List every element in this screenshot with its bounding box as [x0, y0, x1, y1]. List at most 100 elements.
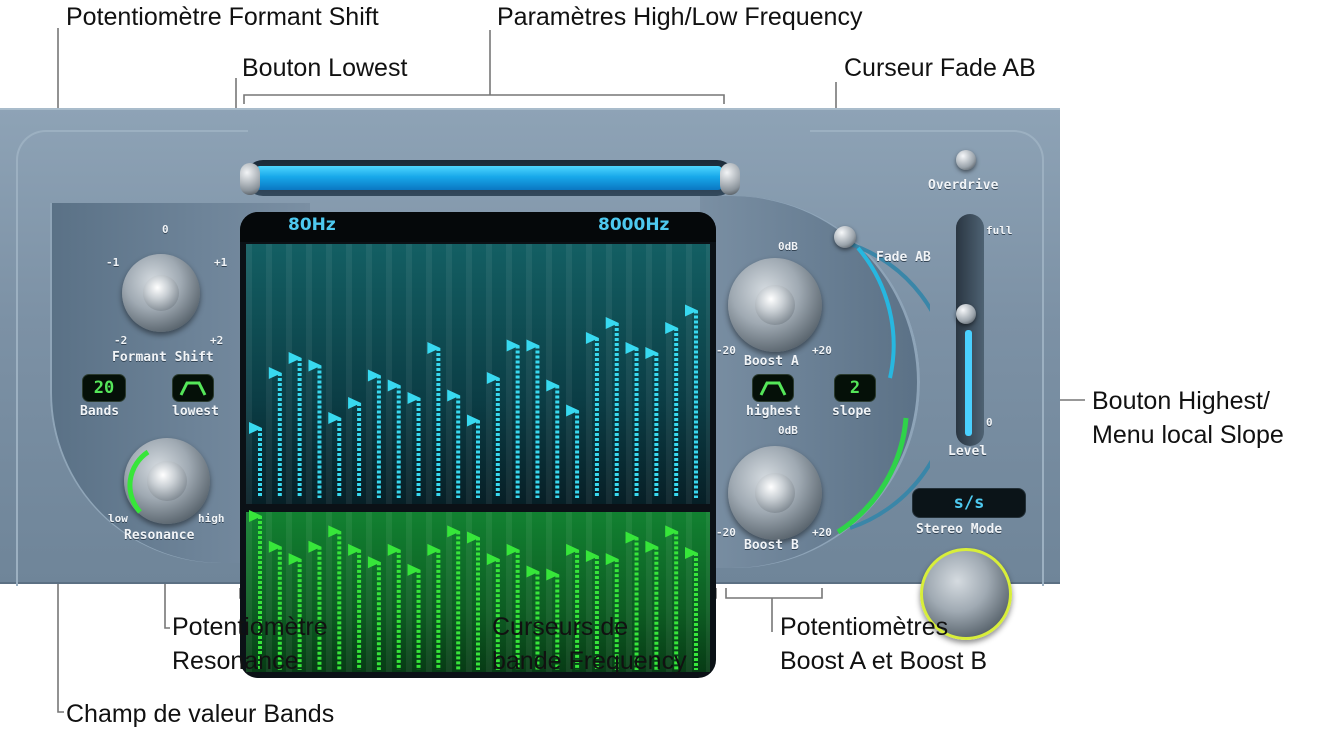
lower-band-marker[interactable] — [605, 553, 619, 566]
upper-band-marker[interactable] — [526, 339, 540, 352]
frequency-range-bar[interactable] — [256, 166, 722, 190]
high-frequency-handle[interactable] — [720, 163, 740, 195]
low-frequency-value[interactable]: 80Hz — [288, 215, 336, 235]
lower-band-marker[interactable] — [308, 540, 322, 553]
lower-band-marker[interactable] — [645, 540, 659, 553]
stereo-mode-label: Stereo Mode — [916, 522, 1003, 537]
lower-band-marker[interactable] — [348, 543, 362, 556]
lower-band-marker[interactable] — [625, 531, 639, 544]
lower-band-marker[interactable] — [506, 543, 520, 556]
low-frequency-handle[interactable] — [240, 163, 260, 195]
upper-band-marker[interactable] — [625, 342, 639, 354]
lower-band-marker[interactable] — [407, 563, 421, 576]
resonance-high-tick: high — [198, 512, 225, 525]
upper-band-marker[interactable] — [605, 317, 619, 329]
resonance-knob[interactable] — [124, 438, 210, 524]
lower-band-marker[interactable] — [585, 550, 599, 563]
upper-band-marker[interactable] — [645, 347, 659, 359]
lower-band-marker[interactable] — [546, 568, 560, 581]
callout-resonance-line2: Resonance — [172, 647, 299, 675]
evoc-plugin-panel: 80Hz 8000Hz 0 -1 +1 -2 +2 Formant Shift … — [0, 108, 1060, 678]
callout-formant-shift: Potentiomètre Formant Shift — [66, 3, 379, 31]
overdrive-label: Overdrive — [928, 178, 999, 193]
formant-shift-knob[interactable] — [122, 254, 200, 332]
left-frame — [16, 130, 248, 586]
boost-b-knob[interactable] — [728, 446, 822, 540]
upper-band-area[interactable] — [246, 244, 710, 504]
frequency-readout: 80Hz 8000Hz — [240, 212, 716, 242]
callout-bands-field: Champ de valeur Bands — [66, 700, 335, 728]
boost-b-min-tick: -20 — [716, 526, 736, 539]
level-full-tick: full — [986, 224, 1013, 237]
lower-band-marker[interactable] — [367, 556, 381, 569]
lowest-button[interactable] — [172, 374, 214, 402]
lower-band-marker[interactable] — [526, 565, 540, 578]
callout-high-low-frequency: Paramètres High/Low Frequency — [497, 3, 863, 31]
callout-highest-line1: Bouton Highest/ — [1092, 387, 1270, 415]
output-knob[interactable] — [920, 548, 1012, 640]
lower-band-marker[interactable] — [387, 543, 401, 556]
callout-frequency-line2: bande Frequency — [492, 647, 687, 675]
formant-tick-p1: +1 — [214, 256, 228, 269]
resonance-low-tick: low — [108, 512, 128, 525]
curve-icon — [179, 381, 207, 396]
upper-band-marker[interactable] — [249, 422, 262, 434]
lower-band-marker[interactable] — [328, 525, 342, 538]
highest-button[interactable] — [752, 374, 794, 402]
high-frequency-value[interactable]: 8000Hz — [598, 215, 670, 235]
highest-label: highest — [746, 404, 801, 419]
lower-band-marker[interactable] — [268, 540, 282, 553]
upper-band-marker[interactable] — [486, 372, 500, 384]
lower-band-marker[interactable] — [427, 543, 441, 556]
upper-band-marker[interactable] — [367, 369, 381, 382]
upper-band-marker[interactable] — [328, 412, 342, 424]
upper-band-marker[interactable] — [387, 379, 401, 392]
curve-icon — [759, 381, 787, 396]
upper-band-marker[interactable] — [407, 392, 421, 404]
lower-band-marker[interactable] — [566, 543, 580, 556]
upper-band-marker[interactable] — [447, 389, 461, 402]
frequency-band-sliders[interactable] — [240, 212, 716, 678]
lower-band-marker[interactable] — [486, 553, 500, 566]
upper-band-marker[interactable] — [665, 322, 679, 334]
fade-ab-label: Fade AB — [876, 250, 931, 265]
boost-a-max-tick: +20 — [812, 344, 832, 357]
upper-band-marker[interactable] — [566, 404, 580, 417]
upper-band-marker[interactable] — [506, 339, 520, 352]
stereo-mode-menu[interactable]: s/s — [912, 488, 1026, 518]
lower-band-marker[interactable] — [288, 553, 302, 566]
upper-band-marker[interactable] — [288, 352, 302, 364]
callout-boost-line1: Potentiomètres — [780, 613, 949, 641]
callout-frequency-line1: Curseurs de — [492, 613, 629, 641]
bands-value-field[interactable]: 20 — [82, 374, 126, 402]
lower-band-marker[interactable] — [665, 525, 679, 538]
boost-a-label: Boost A — [744, 354, 799, 369]
upper-band-marker[interactable] — [348, 397, 362, 409]
upper-band-marker[interactable] — [685, 304, 698, 317]
bands-label: Bands — [80, 404, 120, 419]
level-zero-tick: 0 — [986, 416, 993, 429]
slope-label: slope — [832, 404, 872, 419]
upper-band-marker[interactable] — [585, 332, 599, 344]
boost-b-max-tick: +20 — [812, 526, 832, 539]
slope-popup-menu[interactable]: 2 — [834, 374, 876, 402]
resonance-label: Resonance — [124, 528, 195, 543]
upper-band-marker[interactable] — [308, 359, 322, 372]
formant-tick-0: 0 — [162, 223, 169, 236]
level-fill — [965, 330, 972, 436]
lower-band-marker[interactable] — [685, 546, 698, 559]
upper-band-marker[interactable] — [467, 414, 480, 427]
boost-a-top-tick: 0dB — [778, 240, 798, 253]
fade-ab-slider[interactable] — [834, 226, 856, 248]
level-slider-handle[interactable] — [956, 304, 976, 324]
lower-band-marker[interactable] — [249, 510, 262, 522]
callout-lowest-button: Bouton Lowest — [242, 54, 408, 82]
upper-band-marker[interactable] — [427, 342, 441, 354]
upper-band-marker[interactable] — [546, 379, 560, 392]
lower-band-marker[interactable] — [467, 531, 480, 544]
level-label: Level — [948, 444, 988, 459]
lower-band-marker[interactable] — [447, 525, 461, 538]
upper-band-marker[interactable] — [268, 367, 282, 379]
overdrive-button[interactable] — [956, 150, 976, 170]
boost-a-knob[interactable] — [728, 258, 822, 352]
